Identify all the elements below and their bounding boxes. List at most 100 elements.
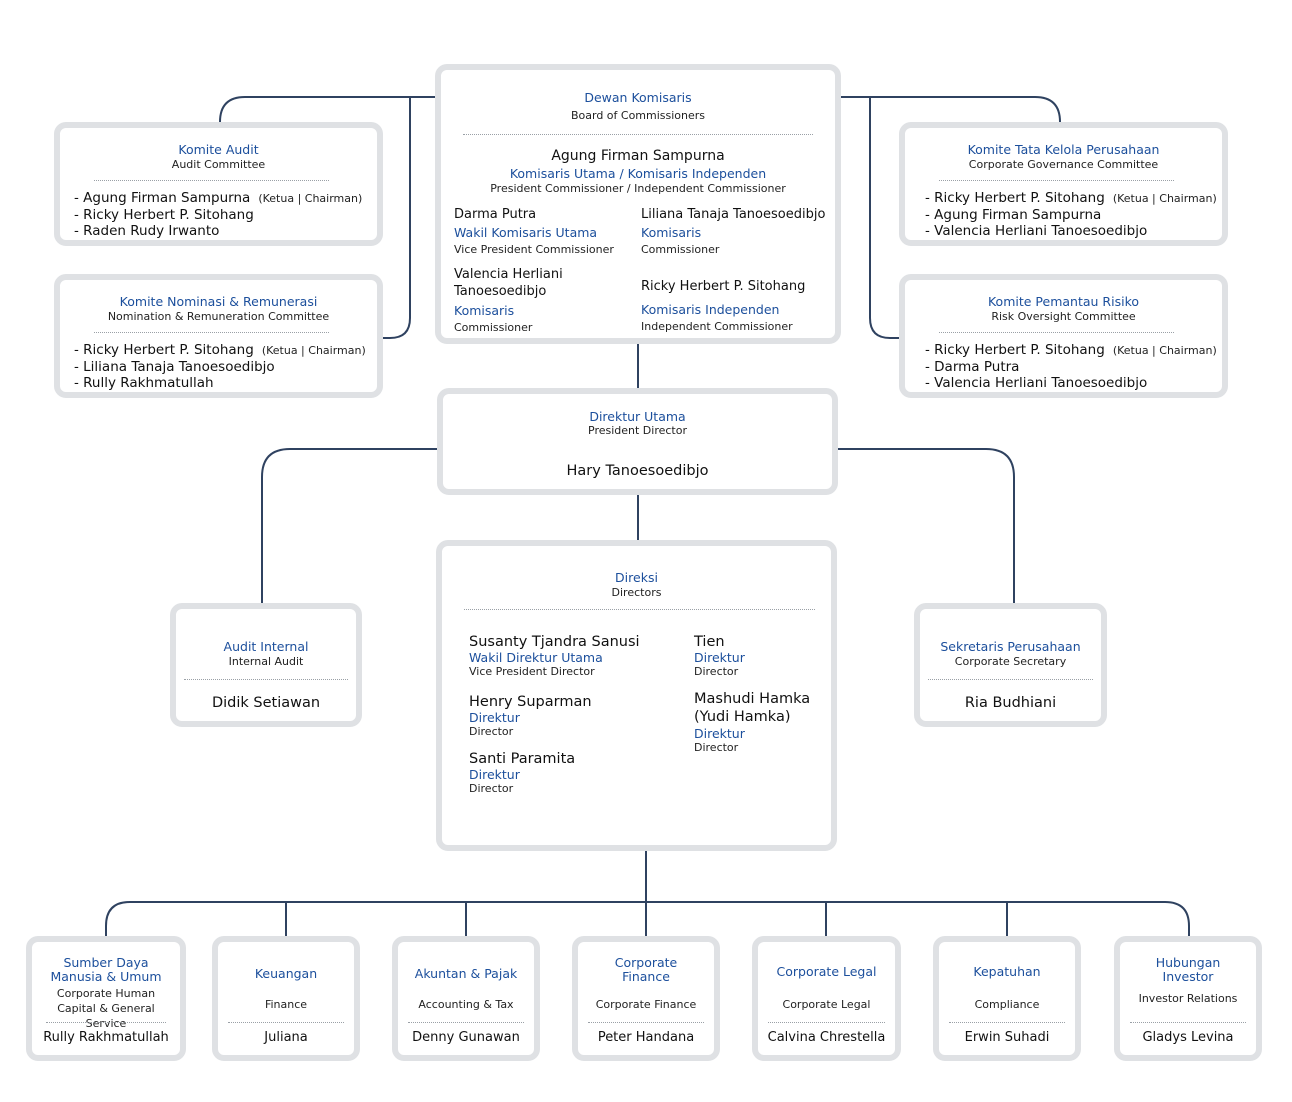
director-entry: Santi Paramita Direktur Director	[469, 751, 669, 795]
director-role: Direktur	[694, 650, 745, 665]
committee-title: Komite Nominasi & Remunerasi	[119, 294, 318, 309]
corporate-secretary-name: Ria Budhiani	[964, 695, 1057, 711]
divider	[949, 1022, 1065, 1023]
internal-audit-subtitle: Internal Audit	[228, 655, 304, 668]
committee-member: - Valencia Herliani Tanoesoedibjo	[925, 375, 1148, 391]
committee-member: - Ricky Herbert P. Sitohang	[925, 342, 1105, 358]
chief-commissioner-role-en: President Commissioner / Independent Com…	[490, 182, 786, 195]
director-name: Tien	[694, 634, 725, 650]
department-subtitle: Corporate Finance	[595, 998, 697, 1011]
commissioner-role-en: Commissioner	[641, 243, 720, 256]
chair-note: (Ketua | Chairman)	[258, 192, 363, 205]
divider	[928, 679, 1093, 680]
president-director-subtitle: President Director	[588, 424, 687, 437]
board-subtitle: Board of Commissioners	[570, 109, 706, 122]
director-role: Wakil Direktur Utama	[469, 650, 603, 665]
department-subtitle: Investor Relations	[1138, 992, 1238, 1005]
divider	[408, 1022, 524, 1023]
department-subtitle: Compliance	[974, 998, 1040, 1011]
commissioner-entry: Darma Putra Wakil Komisaris Utama Vice P…	[454, 207, 634, 256]
commissioner-name: Darma Putra	[454, 207, 537, 222]
committee-title: Komite Pemantau Risiko	[987, 294, 1140, 309]
committee-subtitle: Corporate Governance Committee	[968, 158, 1159, 171]
department-title: Akuntan & Pajak	[414, 966, 518, 981]
department-head-name: Gladys Levina	[1142, 1030, 1234, 1045]
president-director-title: Direktur Utama	[589, 409, 686, 424]
commissioner-role-en: Vice President Commissioner	[454, 243, 614, 256]
internal-audit-box: Audit Internal Internal Audit Didik Seti…	[170, 603, 362, 727]
chief-commissioner-role: Komisaris Utama / Komisaris Independen	[509, 166, 767, 181]
divider	[228, 1022, 344, 1023]
divider	[939, 332, 1174, 333]
department-box-compliance: Kepatuhan Compliance Erwin Suhadi	[933, 936, 1081, 1061]
department-box-corporate-finance: Corporate Finance Corporate Finance Pete…	[572, 936, 720, 1061]
director-role-en: Director	[694, 665, 739, 678]
chair-note: (Ketua | Chairman)	[1112, 344, 1217, 357]
board-of-commissioners-box: Dewan Komisaris Board of Commissioners A…	[435, 64, 841, 344]
corporate-secretary-box: Sekretaris Perusahaan Corporate Secretar…	[914, 603, 1107, 727]
committee-title: Komite Tata Kelola Perusahaan	[967, 142, 1160, 157]
committee-members: - Ricky Herbert P. Sitohang(Ketua | Chai…	[74, 342, 366, 391]
department-title: Corporate Legal	[776, 964, 877, 979]
chief-commissioner-name: Agung Firman Sampurna	[551, 148, 725, 164]
department-box-investor-relations: Hubungan Investor Investor Relations Gla…	[1114, 936, 1262, 1061]
commissioner-entry: Liliana Tanaja Tanoesoedibjo Komisaris C…	[641, 207, 841, 256]
committee-member: - Valencia Herliani Tanoesoedibjo	[925, 223, 1148, 239]
committee-member: - Darma Putra	[925, 359, 1020, 375]
committee-member: - Raden Rudy Irwanto	[74, 223, 220, 239]
corporate-secretary-subtitle: Corporate Secretary	[954, 655, 1067, 668]
president-director-name: Hary Tanoesoedibjo	[566, 463, 709, 479]
department-head-name: Peter Handana	[597, 1030, 695, 1045]
chair-note: (Ketua | Chairman)	[1112, 192, 1217, 205]
department-subtitle: Corporate Human Capital & General Servic…	[56, 987, 156, 1030]
divider	[588, 1022, 704, 1023]
divider	[94, 180, 329, 181]
department-box-finance: Keuangan Finance Juliana	[212, 936, 360, 1061]
department-head-name: Calvina Chrestella	[767, 1030, 886, 1045]
commissioner-role: Komisaris	[641, 225, 702, 240]
divider	[463, 134, 813, 135]
department-box-accounting-tax: Akuntan & Pajak Accounting & Tax Denny G…	[392, 936, 540, 1061]
committee-members: - Ricky Herbert P. Sitohang (Ketua | Chai…	[925, 190, 1217, 239]
internal-audit-name: Didik Setiawan	[211, 695, 321, 711]
commissioner-entry: Ricky Herbert P. Sitohang Komisaris Inde…	[641, 279, 841, 333]
divider	[94, 332, 329, 333]
committee-subtitle: Risk Oversight Committee	[991, 310, 1136, 323]
commissioner-role: Komisaris	[454, 303, 515, 318]
department-head-name: Denny Gunawan	[412, 1030, 520, 1045]
director-role: Direktur	[469, 767, 520, 782]
commissioner-role-en: Commissioner	[454, 321, 533, 334]
commissioner-role: Komisaris Independen	[641, 302, 780, 317]
department-box-human-capital: Sumber Daya Manusia & Umum Corporate Hum…	[26, 936, 186, 1061]
committee-member: - Ricky Herbert P. Sitohang	[925, 190, 1105, 206]
directors-box: Direksi Directors Susanty Tjandra Sanusi…	[436, 540, 837, 851]
risk-oversight-committee-box: Komite Pemantau Risiko Risk Oversight Co…	[899, 274, 1228, 398]
department-subtitle: Finance	[264, 998, 308, 1011]
directors-subtitle: Directors	[611, 586, 662, 599]
committee-members: - Ricky Herbert P. Sitohang (Ketua | Chai…	[925, 342, 1217, 391]
department-subtitle: Accounting & Tax	[418, 998, 514, 1011]
board-title: Dewan Komisaris	[584, 90, 692, 105]
department-title: Hubungan Investor	[1155, 955, 1221, 984]
department-head-name: Juliana	[264, 1030, 308, 1045]
department-title: Corporate Finance	[614, 955, 678, 984]
committee-member: - Rully Rakhmatullah	[74, 375, 214, 391]
divider	[939, 180, 1174, 181]
department-title: Kepatuhan	[973, 964, 1041, 979]
committee-member: - Liliana Tanaja Tanoesoedibjo	[74, 359, 275, 375]
director-role: Direktur	[694, 726, 745, 741]
commissioner-role: Wakil Komisaris Utama	[454, 225, 598, 240]
department-title: Keuangan	[254, 966, 318, 981]
director-entry: Susanty Tjandra Sanusi Wakil Direktur Ut…	[469, 634, 669, 678]
director-entry: Mashudi Hamka (Yudi Hamka) Direktur Dire…	[694, 690, 822, 754]
committee-subtitle: Nomination & Remuneration Committee	[107, 310, 330, 323]
director-role-en: Director	[694, 741, 739, 754]
director-role-en: Director	[469, 725, 514, 738]
director-entry: Tien Direktur Director	[694, 634, 824, 678]
directors-title: Direksi	[615, 570, 658, 585]
director-name: Santi Paramita	[469, 751, 576, 767]
department-box-corporate-legal: Corporate Legal Corporate Legal Calvina …	[752, 936, 901, 1061]
director-name: Susanty Tjandra Sanusi	[469, 634, 640, 650]
director-role: Direktur	[469, 710, 520, 725]
committee-title: Komite Audit	[178, 142, 259, 157]
